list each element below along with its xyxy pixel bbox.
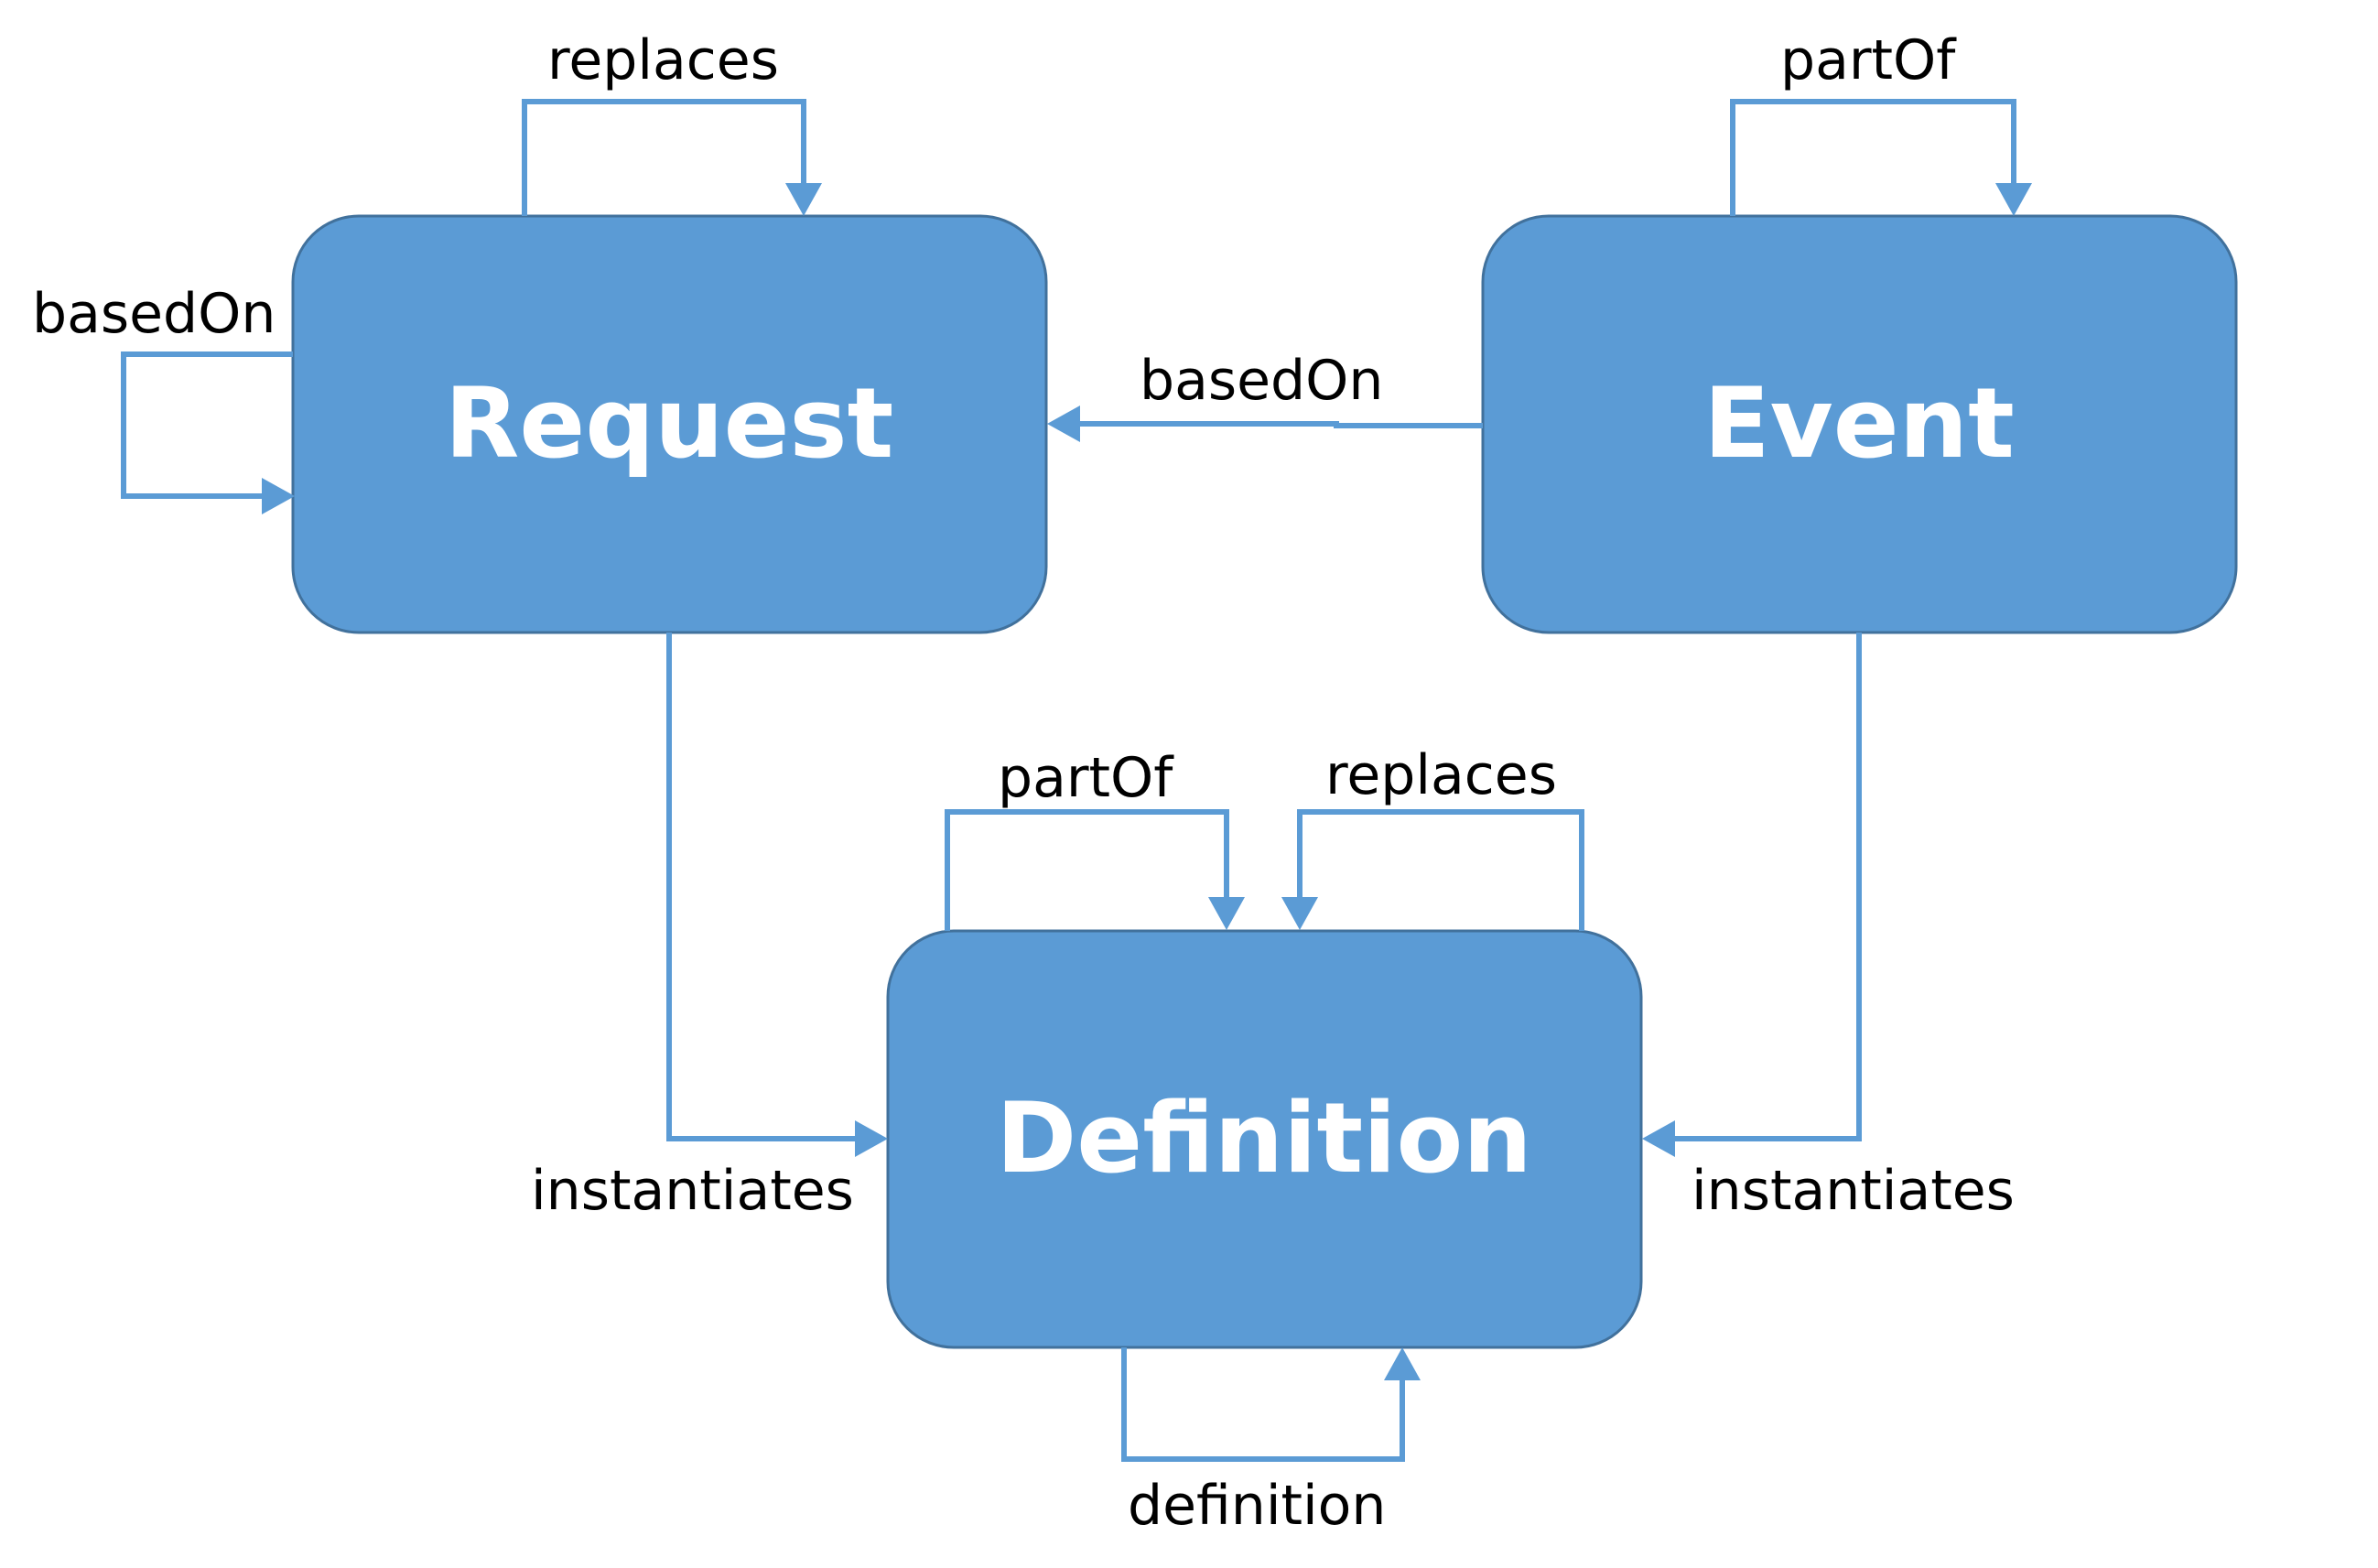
event-part-of-arrow [1995, 183, 2032, 216]
request-instantiates-arrow [855, 1120, 888, 1157]
edge-event-instantiates: instantiates [1642, 633, 2015, 1223]
event-title: Event [1703, 367, 2015, 480]
definition-title: Definition [996, 1082, 1532, 1195]
request-replaces-line [522, 99, 806, 216]
definition-replaces-label: replaces [1325, 743, 1557, 807]
definition-definition-label: definition [1128, 1474, 1386, 1538]
request-instantiates-line [666, 633, 855, 1141]
edge-event-part-of: partOf [1730, 28, 2032, 216]
edge-definition-replaces: replaces [1281, 743, 1584, 931]
event-part-of-line [1730, 99, 2016, 216]
definition-definition-arrow [1384, 1347, 1421, 1380]
edge-request-replaces: replaces [522, 28, 822, 216]
event-based-on-arrow [1047, 406, 1080, 442]
event-based-on-label: basedOn [1140, 349, 1383, 413]
edge-definition-definition: definition [1121, 1347, 1421, 1538]
definition-replaces-arrow [1281, 897, 1318, 930]
request-replaces-label: replaces [547, 28, 779, 92]
definition-part-of-line [945, 809, 1229, 931]
request-title: Request [445, 367, 894, 480]
edge-request-instantiates: instantiates [531, 633, 888, 1223]
edge-request-based-on: basedOn [32, 282, 295, 514]
request-based-on-line [121, 351, 293, 499]
node-definition: Definition [886, 929, 1643, 1349]
edge-definition-part-of: partOf [945, 746, 1245, 931]
definition-box [886, 929, 1643, 1349]
definition-part-of-label: partOf [998, 746, 1174, 810]
definition-part-of-arrow [1208, 897, 1245, 930]
request-based-on-label: basedOn [32, 282, 276, 346]
event-part-of-label: partOf [1780, 28, 1957, 92]
node-event: Event [1481, 214, 2238, 634]
request-based-on-arrow [262, 478, 295, 514]
node-request: Request [291, 214, 1048, 634]
definition-definition-line [1121, 1347, 1405, 1462]
event-instantiates-arrow [1642, 1120, 1675, 1157]
definition-replaces-line [1297, 809, 1584, 931]
request-instantiates-label: instantiates [531, 1159, 854, 1223]
event-instantiates-label: instantiates [1692, 1159, 2015, 1223]
edge-event-based-on-request: basedOn [1047, 349, 1483, 442]
event-instantiates-line [1675, 633, 1862, 1141]
request-replaces-arrow [785, 183, 822, 216]
event-based-on-line [1080, 421, 1483, 428]
